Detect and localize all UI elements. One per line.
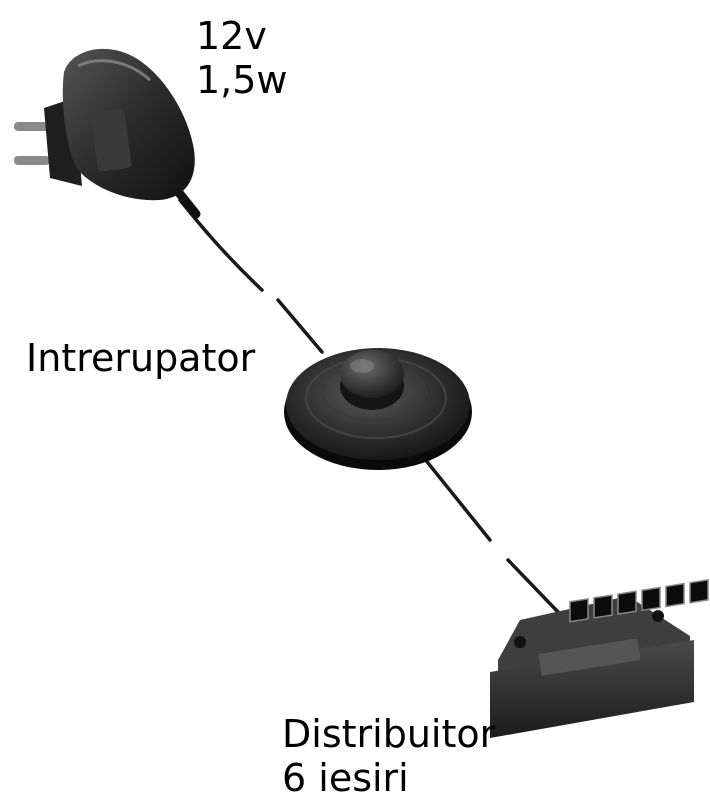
distributor-port (689, 578, 709, 604)
power-adapter-icon (14, 48, 195, 201)
adapter-voltage: 12v (196, 14, 267, 58)
distributor-port (665, 582, 685, 608)
distributor-ports (569, 578, 709, 623)
distributor-label-text: Distribuitor 6 iesiri (282, 712, 495, 800)
adapter-label-panel (90, 108, 132, 172)
switch-knob (340, 350, 404, 398)
cable-switch-to-distributor-lower (506, 558, 560, 614)
adapter-body (62, 48, 195, 201)
adapter-spec-label: 12v 1,5w (196, 14, 288, 102)
distributor-screw-left (514, 636, 526, 648)
distributor-title: Distribuitor (282, 712, 496, 756)
distributor-screw-right (652, 610, 664, 622)
adapter-highlight (77, 59, 152, 82)
cable-adapter-to-switch-lower (276, 298, 324, 354)
distributor-port (641, 586, 661, 612)
distributor-port (617, 590, 637, 615)
adapter-pin-upper (14, 122, 50, 131)
cable-switch-to-distributor-upper (422, 456, 492, 542)
distributor-label (538, 638, 641, 676)
adapter-pin-lower (14, 156, 50, 165)
foot-switch-icon (284, 348, 472, 470)
switch-knob-highlight (350, 359, 374, 373)
distributor-port (593, 594, 613, 619)
distributor-block-icon (490, 578, 709, 738)
distributor-outputs: 6 iesiri (282, 756, 409, 800)
adapter-power: 1,5w (196, 58, 288, 102)
switch-label: Intrerupator (26, 336, 256, 380)
distributor-port (569, 598, 589, 623)
